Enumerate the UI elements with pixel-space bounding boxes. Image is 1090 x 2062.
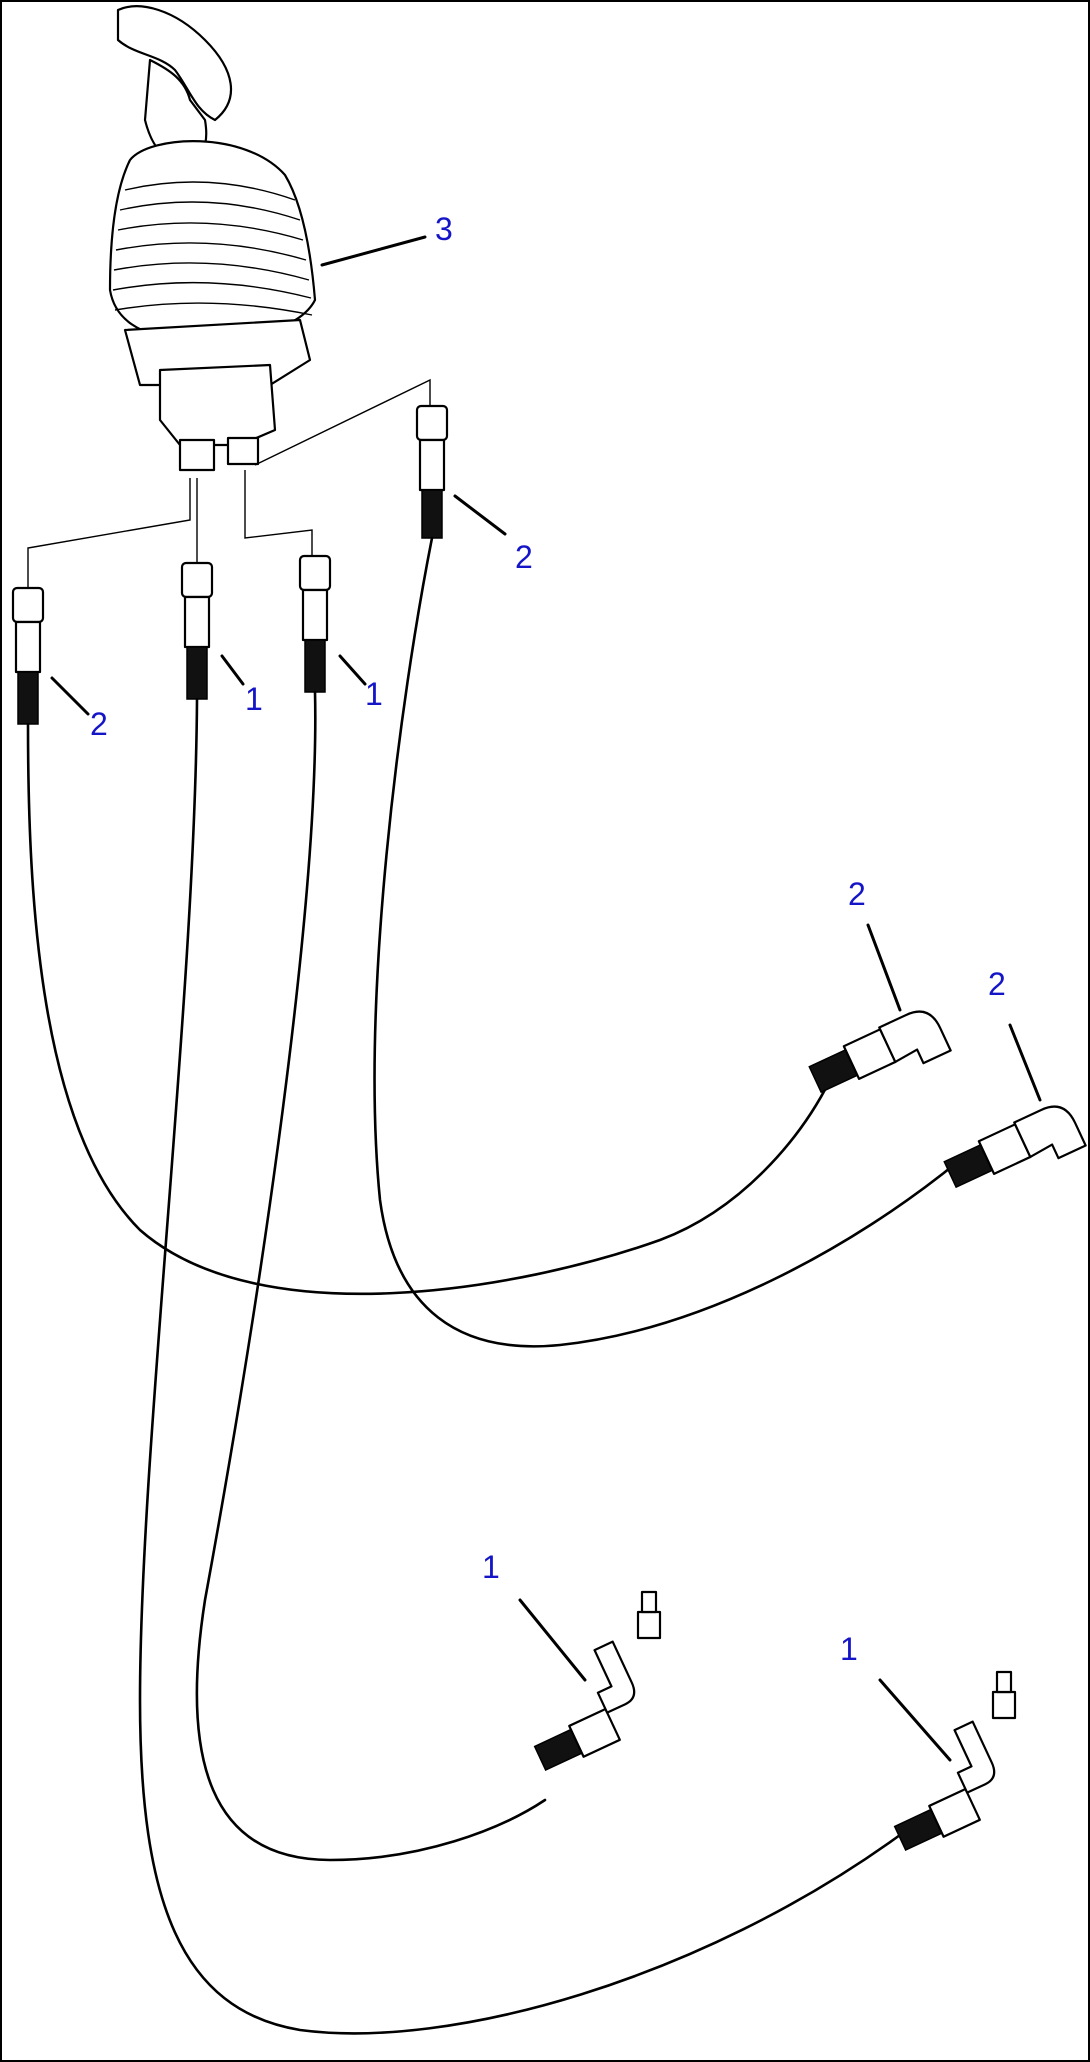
elbow-fitting-1-left (533, 1590, 662, 1772)
hose-1-a (138, 698, 902, 2035)
callout-1: 1 (245, 681, 263, 717)
hose-2-right (373, 536, 962, 1348)
callout-2: 2 (515, 539, 533, 575)
fitting-upper-2-right (415, 404, 449, 539)
callout-1: 1 (482, 1549, 500, 1585)
callouts: 3 2 2 1 1 2 2 1 1 (90, 211, 1006, 1667)
elbow-fitting-2-lower (943, 1105, 1087, 1189)
fitting-upper-2-left (11, 586, 45, 725)
callout-2: 2 (848, 876, 866, 912)
callout-2: 2 (988, 966, 1006, 1002)
callout-1: 1 (365, 676, 383, 712)
callout-1: 1 (840, 1631, 858, 1667)
callout-3: 3 (435, 211, 453, 247)
fitting-upper-1-a (180, 561, 214, 700)
hose-1-b (195, 690, 547, 1862)
leader-lines (50, 235, 1042, 1762)
callout-2: 2 (90, 706, 108, 742)
elbow-fitting-2-upper (808, 1010, 952, 1094)
elbow-fitting-1-right (893, 1670, 1017, 1852)
fitting-upper-1-b (298, 554, 332, 693)
hose-2-left (26, 722, 832, 1296)
hoses (26, 536, 962, 2035)
joystick-valve (108, 5, 317, 472)
port-connection-lines (27, 378, 431, 590)
